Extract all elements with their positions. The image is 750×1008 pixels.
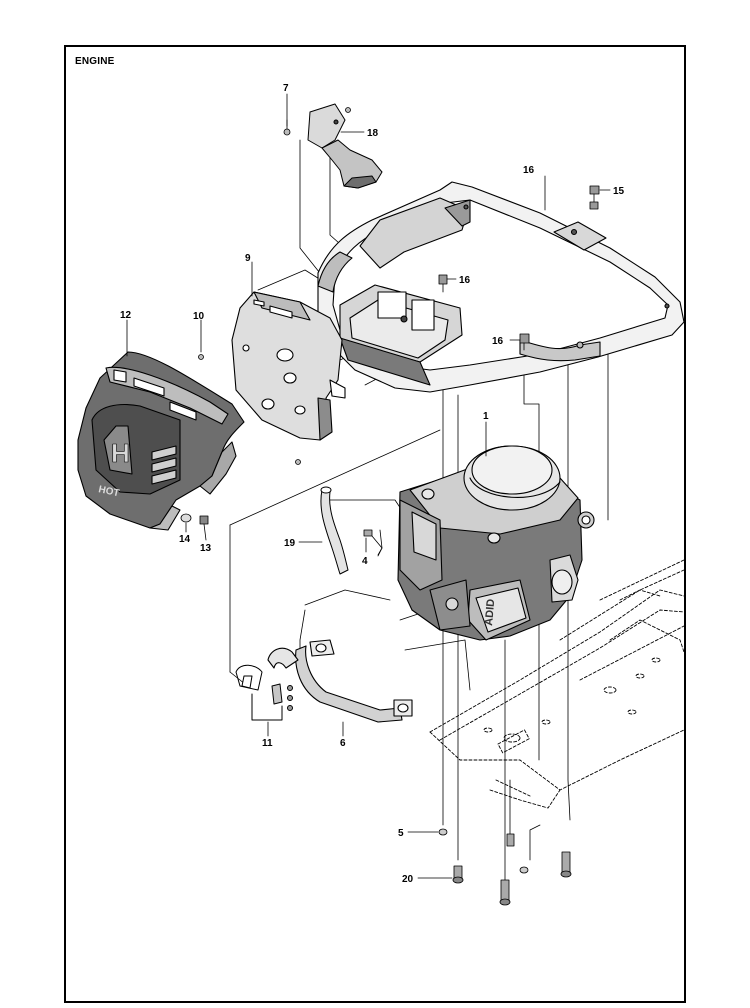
engine-label: ADID <box>483 598 497 626</box>
callout-5: 5 <box>398 828 404 839</box>
callout-1: 1 <box>483 411 489 422</box>
callout-12: 12 <box>120 310 132 321</box>
diagram-frame <box>64 45 686 1003</box>
callout-16-middle: 16 <box>459 275 471 286</box>
frame-part-15 <box>317 181 685 393</box>
callout-14: 14 <box>179 534 191 545</box>
callout-11: 11 <box>262 738 273 749</box>
heat-shield-part-9 <box>231 291 346 441</box>
callout-leaders <box>126 93 611 879</box>
exhaust-part-6 <box>267 639 413 723</box>
fasteners <box>180 107 600 906</box>
callout-10: 10 <box>193 311 205 322</box>
hood-badge: H <box>111 438 130 468</box>
hood-part-12: H HOT <box>77 351 245 531</box>
callout-13: 13 <box>200 543 212 554</box>
callout-4: 4 <box>362 556 368 567</box>
callout-7: 7 <box>283 83 289 94</box>
callout-18: 18 <box>367 128 379 139</box>
lower-chassis <box>429 559 685 809</box>
callout-labels: 7 18 16 15 16 16 9 10 12 14 13 1 19 4 6 … <box>120 83 625 885</box>
callout-16-right: 16 <box>492 336 504 347</box>
callout-16-top: 15 <box>613 186 625 197</box>
hose-part-19 <box>320 486 349 575</box>
bracket-part-18 <box>307 103 383 189</box>
callout-9: 9 <box>245 253 251 264</box>
callout-20: 20 <box>402 874 414 885</box>
callout-15: 16 <box>523 165 535 176</box>
engine-part-1: ADID <box>397 445 595 641</box>
page-title: ENGINE <box>75 56 115 67</box>
callout-6: 6 <box>340 738 346 749</box>
hood-model-badge: HOT <box>97 484 120 499</box>
callout-19: 19 <box>284 538 296 549</box>
clamps-part-11 <box>235 664 293 721</box>
